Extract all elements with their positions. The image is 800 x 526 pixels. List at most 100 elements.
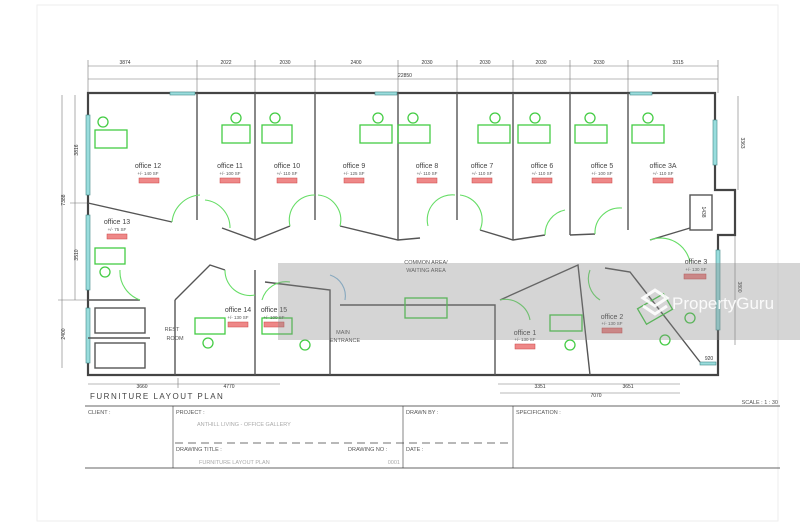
scale-label: SCALE : 1 : 30 [742,400,778,406]
room-office-9: office 9+/- 125 SF [343,163,366,184]
dim-top-3: 2030 [279,60,290,66]
dim-bottom-2: 4770 [223,384,234,390]
title-block: FURNITURE LAYOUT PLAN SCALE : 1 : 30 CLI… [85,392,780,469]
room-office-11: office 11+/- 100 SF [217,163,243,184]
svg-text:+/- 140 SF: +/- 140 SF [137,171,158,176]
svg-text:+/- 100 SF: +/- 100 SF [263,315,284,320]
dim-left-2: 3510 [74,249,80,260]
dim-top-4: 2400 [350,60,361,66]
dim-top-2: 2022 [220,60,231,66]
dim-top-1: 3874 [119,60,130,66]
drawing-title-value: FURNITURE LAYOUT PLAN [199,460,270,466]
dim-right-2: 1438 [700,206,706,217]
dim-top-8: 2030 [593,60,604,66]
room-office-1: office 1+/- 130 SF [514,330,537,350]
common-area-label: COMMON AREA/ [404,260,448,266]
dim-left-1: 3816 [74,144,80,155]
project-value: ANTHILL LIVING - OFFICE GALLERY [197,422,291,428]
rest-room-label-1: REST [165,327,180,333]
svg-text:office 3A: office 3A [649,163,676,170]
specification-label: SPECIFICATION : [516,410,561,416]
bottom-dimensions: 3660 4770 3351 3651 7070 [88,378,680,399]
dim-top-9: 3315 [672,60,683,66]
sheet [36,4,779,522]
svg-text:+/- 130 SF: +/- 130 SF [601,321,622,326]
svg-text:office 7: office 7 [471,163,494,170]
room-office-8: office 8+/- 110 SF [416,163,439,184]
drawing-no-value: 0001 [388,460,400,466]
main-entrance-label-2: ENTRANCE [330,338,361,344]
svg-text:+/- 100 SF: +/- 100 SF [219,171,240,176]
dim-bottom-4: 3651 [622,384,633,390]
room-office-14: office 14+/- 130 SF [225,307,251,328]
svg-text:office 10: office 10 [274,163,300,170]
svg-text:+/- 100 SF: +/- 100 SF [591,171,612,176]
room-office-7: office 7+/- 110 SF [471,163,494,184]
svg-text:+/- 75 SF: +/- 75 SF [108,227,127,232]
doors [119,194,691,321]
dim-top-7: 2030 [535,60,546,66]
dim-bottom-3: 3351 [534,384,545,390]
svg-text:+/- 110 SF: +/- 110 SF [417,171,438,176]
main-entrance-label-1: MAIN [336,330,350,336]
svg-text:office 2: office 2 [601,314,624,321]
drawn-by-label: DRAWN BY : [406,410,439,416]
svg-text:+/- 110 SF: +/- 110 SF [472,171,493,176]
room-office-13: office 13+/- 75 SF [104,219,130,240]
drawing-title-label: DRAWING TITLE : [176,447,222,453]
dim-bottom-1: 3660 [136,384,147,390]
furniture [94,112,696,351]
dim-left-total: 7388 [61,194,67,205]
rest-room-label-2: ROOM [166,336,184,342]
watermark-text: PropertyGuru [672,294,774,313]
svg-text:office 14: office 14 [225,307,251,314]
svg-text:+/- 110 SF: +/- 110 SF [653,171,674,176]
svg-text:office 9: office 9 [343,163,366,170]
dim-right-3: 3800 [736,281,742,292]
svg-text:+/- 130 SF: +/- 130 SF [227,315,248,320]
svg-text:office 6: office 6 [531,163,554,170]
svg-text:+/- 130 SF: +/- 130 SF [685,267,706,272]
outer-walls [85,91,737,377]
svg-text:+/- 110 SF: +/- 110 SF [277,171,298,176]
project-label: PROJECT : [176,410,205,416]
dim-left-3: 2400 [61,328,67,339]
dim-total-width: 22850 [398,73,412,79]
svg-text:office 11: office 11 [217,163,243,170]
room-office-6: office 6+/- 110 SF [531,163,554,184]
svg-text:office 15: office 15 [261,307,287,314]
watermark: PropertyGuru [278,263,800,340]
top-dimensions: 3874 2022 2030 2400 2030 2030 2030 2030 … [87,60,719,93]
svg-text:office 1: office 1 [514,330,537,337]
svg-text:+/- 110 SF: +/- 110 SF [532,171,553,176]
svg-text:office 12: office 12 [135,163,161,170]
room-office-3a: office 3A+/- 110 SF [649,163,677,184]
room-office-2: office 2+/- 130 SF [601,314,624,334]
dim-top-5: 2030 [421,60,432,66]
svg-text:+/- 130 SF: +/- 130 SF [514,337,535,342]
drawing-no-label: DRAWING NO : [348,447,388,453]
plan-title: FURNITURE LAYOUT PLAN [90,392,224,401]
room-labels: office 12+/- 140 SF office 11+/- 100 SF … [104,163,708,350]
dim-bottom-total: 7070 [590,393,601,399]
svg-text:+/- 125 SF: +/- 125 SF [343,171,364,176]
client-label: CLIENT : [88,410,111,416]
dim-top-6: 2030 [479,60,490,66]
propertyguru-logo-icon [640,288,670,316]
room-office-10: office 10+/- 110 SF [274,163,300,184]
dim-right-1: 3363 [739,137,745,148]
date-label: DATE : [406,447,424,453]
waiting-area-label: WAITING AREA [406,268,446,274]
svg-text:office 5: office 5 [591,163,614,170]
room-office-12: office 12+/- 140 SF [135,163,161,184]
svg-text:office 3: office 3 [685,259,708,266]
room-office-3: office 3+/- 130 SF [683,259,708,280]
partitions [87,93,713,376]
svg-text:office 13: office 13 [104,219,130,226]
room-office-15: office 15+/- 100 SF [261,307,287,328]
right-dimensions: 3363 1438 3800 920 [700,96,745,362]
svg-text:office 8: office 8 [416,163,439,170]
left-dimensions: 3816 3510 2400 7388 [58,95,88,368]
dim-right-4: 920 [705,356,714,362]
